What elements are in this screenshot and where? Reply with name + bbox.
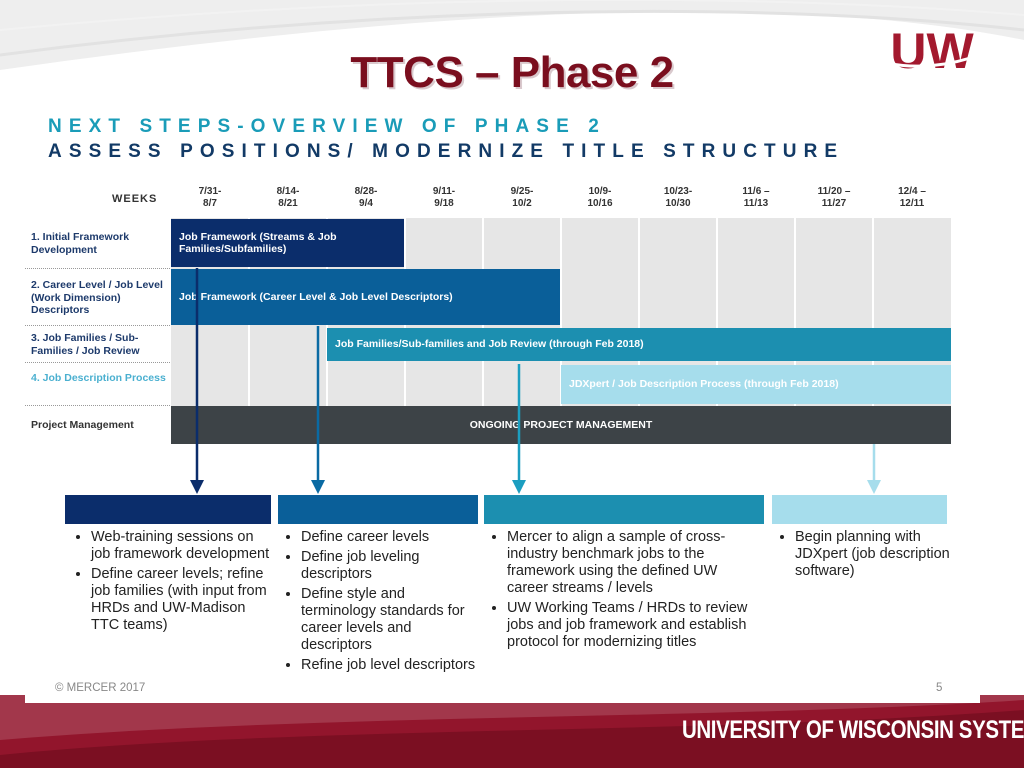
copyright-text: © MERCER 2017	[55, 682, 146, 694]
week-header: 10/9-10/16	[587, 186, 613, 209]
gantt-bar-job-families-review: Job Families/Sub-families and Job Review…	[327, 328, 951, 361]
gantt-bar-jdxpert: JDXpert / Job Description Process (throu…	[561, 365, 951, 404]
week-header: 8/28-9/4	[354, 186, 378, 209]
row-separator	[25, 405, 170, 406]
list-item: Define job leveling descriptors	[301, 549, 477, 583]
weeks-label: WEEKS	[112, 193, 158, 205]
uw-logo: UW	[881, 24, 983, 78]
row-label-job-description: 4. Job Description Process	[31, 372, 166, 384]
gantt-bar-job-framework-levels: Job Framework (Career Level & Job Level …	[171, 269, 560, 325]
arrow-down-icon	[311, 326, 325, 494]
list-item: Begin planning with JDXpert (job descrip…	[795, 529, 951, 580]
institution-name: UNIVERSITY OF WISCONSIN SYSTEM	[682, 716, 1024, 744]
row-separator	[25, 362, 170, 363]
list-item: Define style and terminology standards f…	[301, 586, 477, 654]
list-item: UW Working Teams / HRDs to review jobs a…	[507, 600, 753, 651]
week-header: 9/25-10/2	[510, 186, 534, 209]
arrow-down-icon	[190, 268, 204, 494]
row-label-project-management: Project Management	[31, 419, 134, 431]
page-number: 5	[936, 682, 943, 694]
subtitle-overview: NEXT STEPS-OVERVIEW OF PHASE 2	[48, 116, 606, 137]
row-separator	[25, 325, 170, 326]
week-header: 8/14-8/21	[276, 186, 300, 209]
column-list-1: Web-training sessions on job framework d…	[67, 529, 273, 637]
week-header: 12/4 –12/11	[898, 186, 926, 209]
column-header-2	[278, 495, 478, 524]
page-title: TTCS – Phase 2	[350, 48, 674, 97]
arrow-down-icon	[867, 444, 881, 494]
column-header-1	[65, 495, 271, 524]
week-header: 11/20 –11/27	[817, 186, 851, 209]
row-separator	[25, 268, 170, 269]
week-header: 10/23-10/30	[663, 186, 693, 209]
week-header: 7/31-8/7	[198, 186, 222, 209]
grid-divider	[248, 218, 250, 444]
arrow-down-icon	[512, 364, 526, 494]
column-list-3: Mercer to align a sample of cross-indust…	[483, 529, 753, 654]
gantt-bar-job-framework-streams: Job Framework (Streams & Job Families/Su…	[171, 219, 404, 267]
column-header-3	[484, 495, 764, 524]
svg-text:UW: UW	[890, 24, 974, 78]
week-header: 11/6 –11/13	[742, 186, 770, 209]
list-item: Mercer to align a sample of cross-indust…	[507, 529, 753, 597]
column-list-2: Define career levels Define job leveling…	[277, 529, 477, 677]
list-item: Refine job level descriptors	[301, 657, 477, 674]
row-label-job-families: 3. Job Families / Sub-Families / Job Rev…	[31, 332, 140, 357]
list-item: Web-training sessions on job framework d…	[91, 529, 273, 563]
list-item: Define career levels	[301, 529, 477, 546]
row-label-career-level: 2. Career Level / Job Level (Work Dimens…	[31, 279, 163, 316]
week-header: 9/11-9/18	[432, 186, 456, 209]
column-header-4	[772, 495, 947, 524]
column-list-4: Begin planning with JDXpert (job descrip…	[771, 529, 951, 583]
subtitle-assess: ASSESS POSITIONS/ MODERNIZE TITLE STRUCT…	[48, 141, 845, 162]
row-label-initial-framework: 1. Initial Framework Development	[31, 231, 130, 256]
list-item: Define career levels; refine job familie…	[91, 566, 273, 634]
gantt-bar-project-management: ONGOING PROJECT MANAGEMENT	[171, 406, 951, 444]
footer-band	[0, 695, 1024, 768]
